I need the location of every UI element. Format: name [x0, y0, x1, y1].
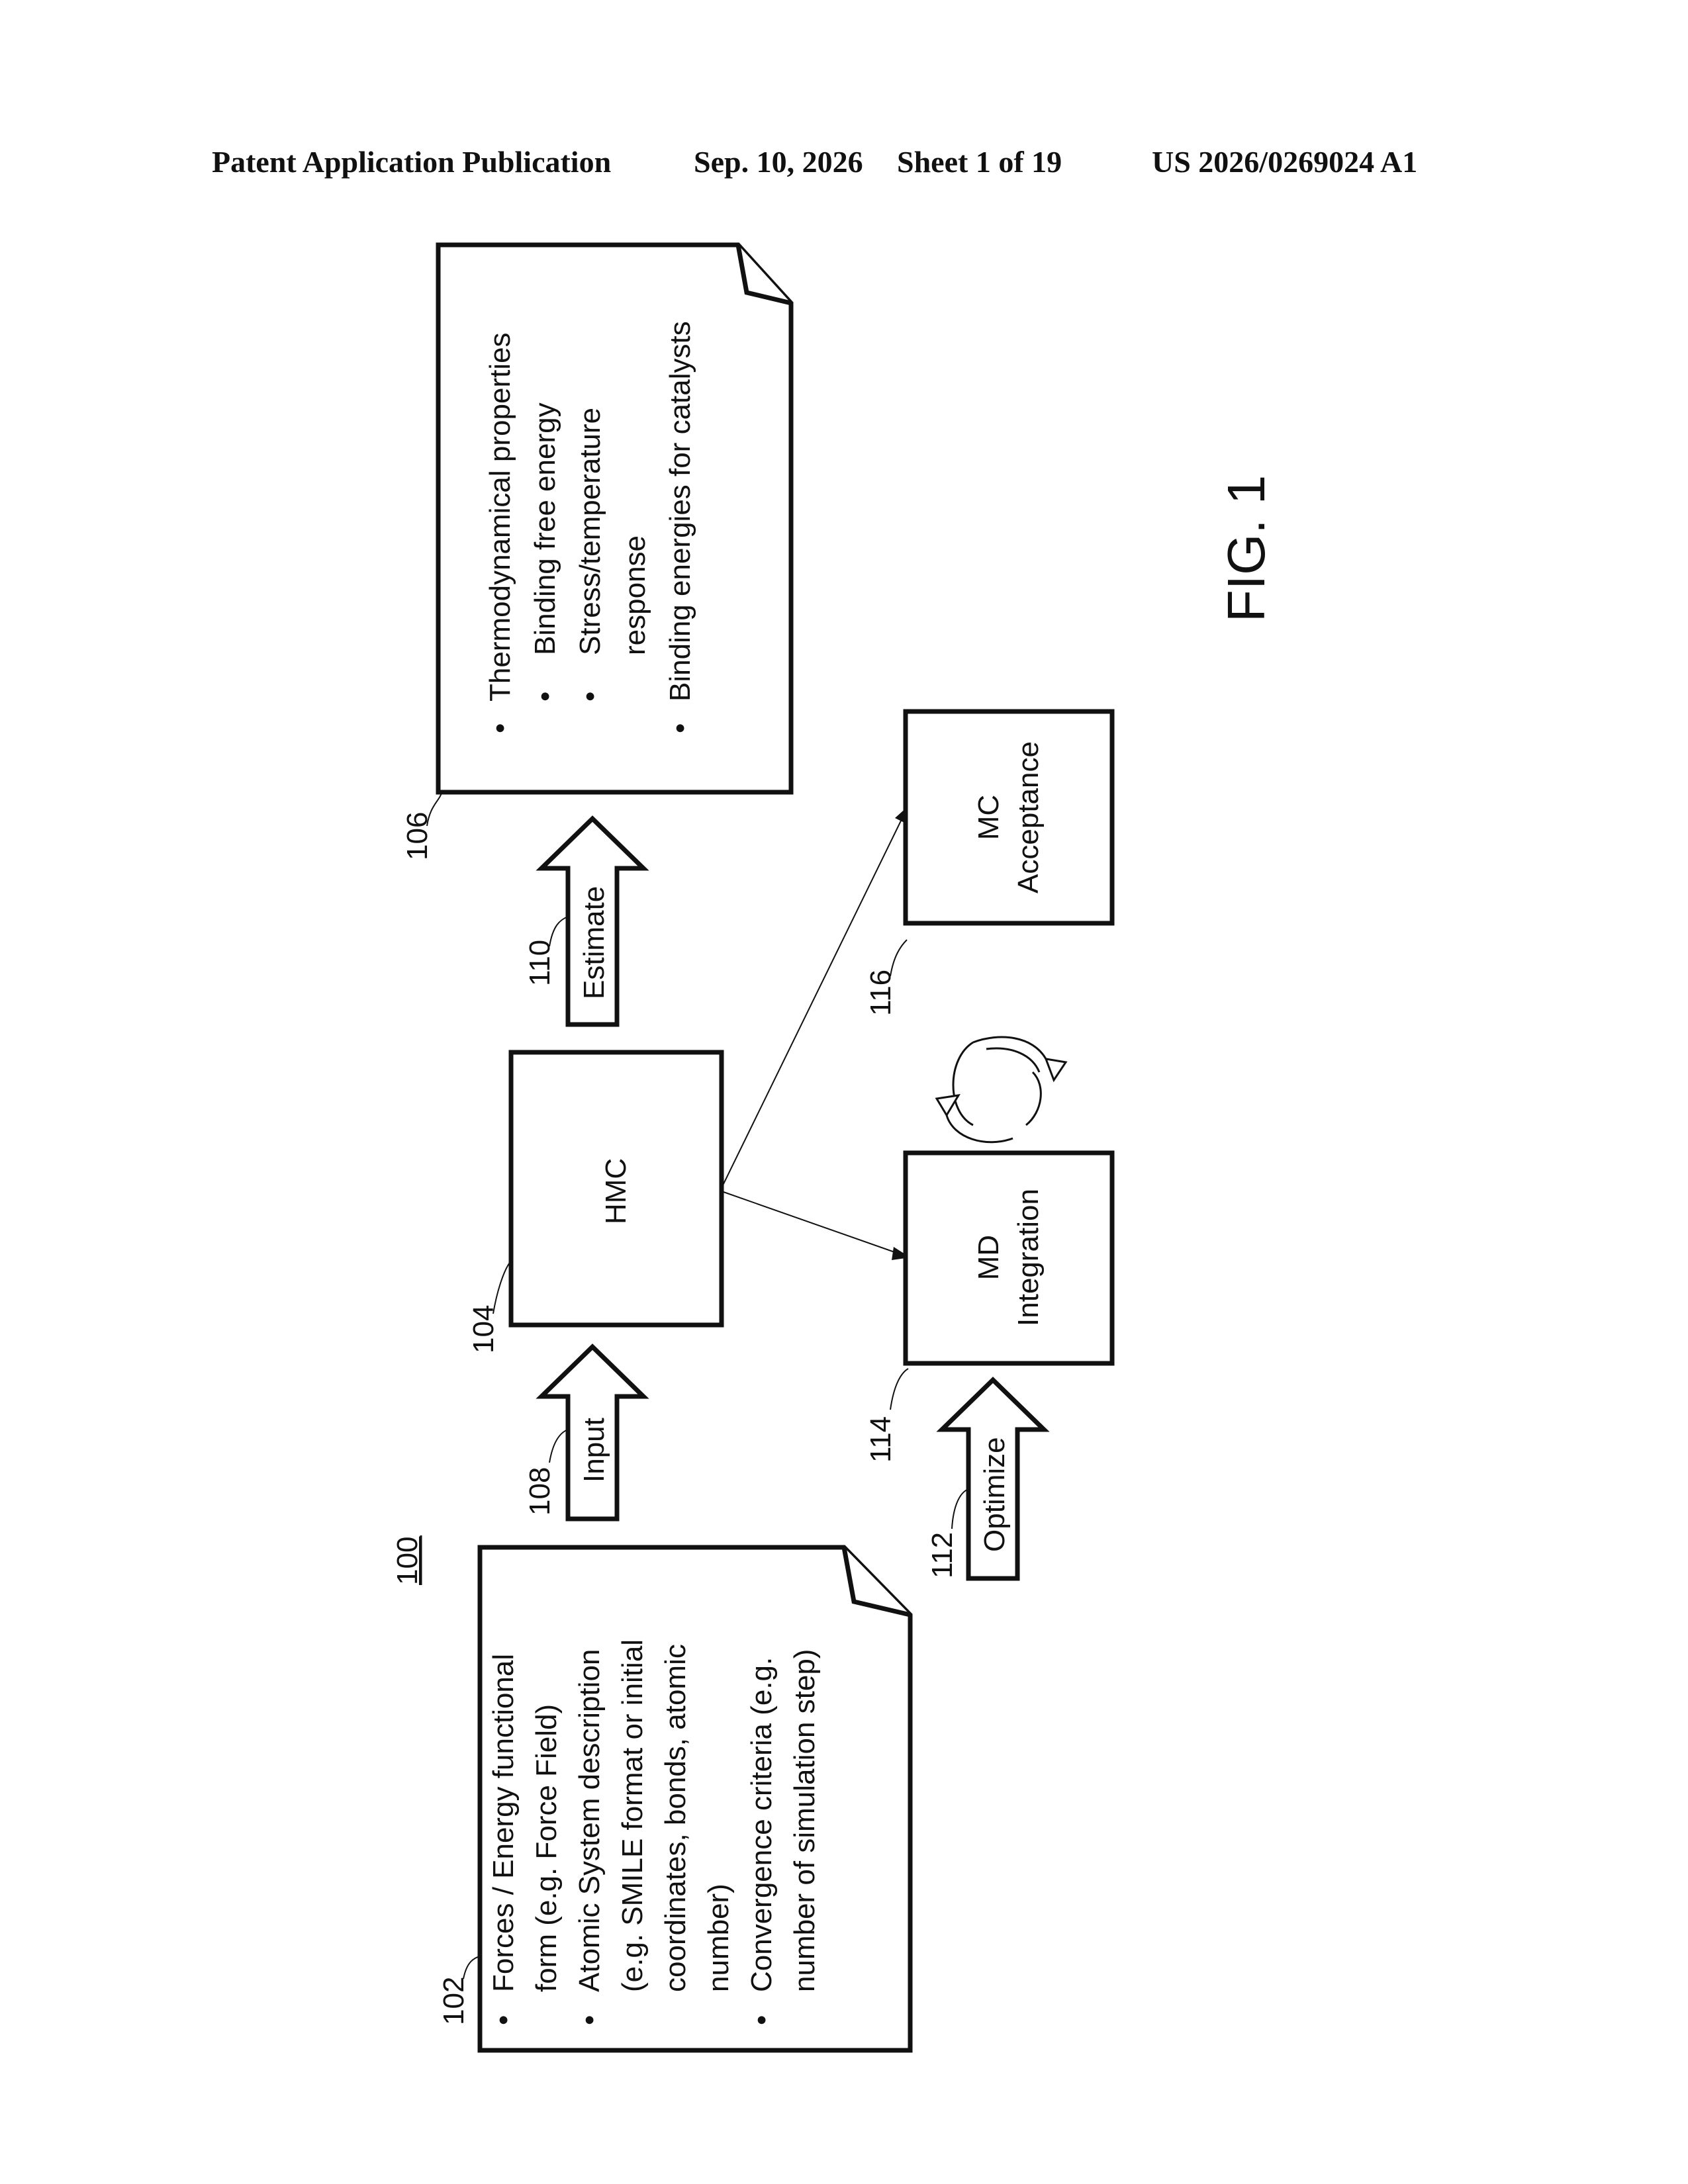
- input-line-6: number): [702, 1884, 735, 1992]
- figure-label: FIG. 1: [1217, 475, 1276, 622]
- md-integration-box: MD Integration: [906, 1153, 1112, 1363]
- output-sub-bullet-2: •: [574, 692, 606, 702]
- mc-line-2: Acceptance: [1012, 741, 1045, 893]
- input-line-7: Convergence criteria (e.g.: [745, 1657, 778, 1992]
- input-label: Input: [578, 1418, 610, 1482]
- ref-100: 100: [391, 1537, 424, 1585]
- output-line-2: Binding free energy: [529, 402, 561, 655]
- hmc-box: HMC: [511, 1052, 722, 1325]
- input-line-1: Forces / Energy functional: [487, 1654, 520, 1992]
- md-line-1: MD: [972, 1235, 1005, 1280]
- output-sub-bullet-1: •: [529, 692, 561, 702]
- output-line-1: Thermodynamical properties: [484, 332, 516, 702]
- input-line-3: Atomic System description: [573, 1649, 606, 1992]
- output-line-4: response: [619, 535, 651, 655]
- input-line-8: number of simulation step): [788, 1649, 821, 1992]
- ref-110: 110: [524, 940, 556, 986]
- input-line-2: form (e.g. Force Field): [530, 1704, 563, 1992]
- output-line-3: Stress/temperature: [574, 408, 606, 655]
- output-bullet-1: •: [484, 723, 516, 733]
- input-line-5: coordinates, bonds, atomic: [659, 1644, 692, 1992]
- ref-108: 108: [524, 1467, 556, 1516]
- input-bullet-1: •: [487, 2015, 520, 2025]
- input-note: • Forces / Energy functional form (e.g. …: [480, 1547, 910, 2050]
- ref-104: 104: [467, 1305, 500, 1353]
- ref-116: 116: [865, 970, 897, 1016]
- mc-acceptance-box: MC Acceptance: [906, 711, 1112, 923]
- cycle-arrows-icon: [937, 1037, 1066, 1142]
- md-line-2: Integration: [1012, 1189, 1045, 1326]
- estimate-label: Estimate: [578, 886, 610, 999]
- output-note: • Thermodynamical properties • Binding f…: [438, 245, 791, 792]
- ref-112: 112: [926, 1532, 959, 1578]
- output-line-5: Binding energies for catalysts: [664, 321, 696, 702]
- input-bullet-2: •: [573, 2015, 606, 2025]
- input-line-4: (e.g. SMILE format or initial: [616, 1639, 649, 1992]
- input-bullet-3: •: [745, 2015, 778, 2025]
- optimize-label: Optimize: [978, 1437, 1011, 1552]
- hmc-label: HMC: [600, 1158, 632, 1224]
- output-bullet-2: •: [664, 723, 696, 733]
- input-arrow: Input: [541, 1347, 643, 1519]
- mc-line-1: MC: [972, 795, 1005, 840]
- hmc-connectors: [722, 806, 910, 1260]
- ref-102: 102: [438, 1977, 470, 2025]
- ref-114: 114: [865, 1416, 897, 1463]
- estimate-arrow: Estimate: [541, 819, 643, 1024]
